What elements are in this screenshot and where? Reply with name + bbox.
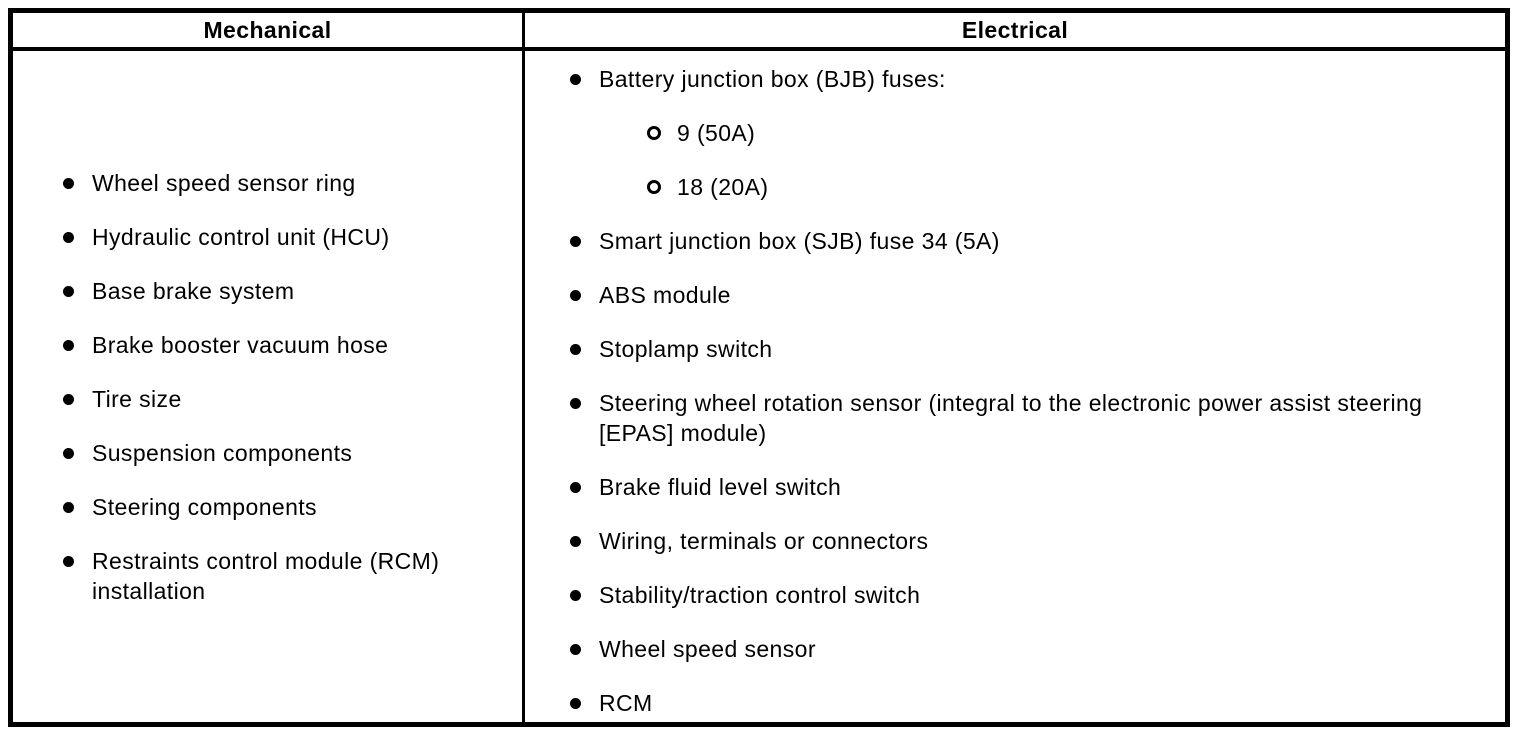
bullet-icon <box>570 698 581 709</box>
list-item-text: Wheel speed sensor ring <box>92 169 356 196</box>
column-header-electrical: Electrical <box>961 17 1069 43</box>
bullet-icon <box>570 344 581 355</box>
bullet-icon <box>63 177 74 189</box>
list-item-text: Restraints control module (RCM) installa… <box>92 547 440 604</box>
bullet-icon <box>63 447 74 459</box>
list-item: Stoplamp switch <box>570 334 1505 364</box>
list-item-text: Brake fluid level switch <box>599 474 842 500</box>
list-item: Brake booster vacuum hose <box>63 330 472 360</box>
list-item-text: 9 (50A) <box>677 120 756 146</box>
list-item-text: Hydraulic control unit (HCU) <box>92 223 390 250</box>
electrical-list: Battery junction box (BJB) fuses: 9 (50A)… <box>525 64 1505 718</box>
bullet-icon <box>63 339 74 351</box>
bullet-icon <box>570 536 581 547</box>
list-item-text: Tire size <box>92 385 182 412</box>
bullet-icon <box>63 285 74 297</box>
list-item: 18 (20A) <box>570 172 1505 202</box>
bullet-icon <box>63 501 74 513</box>
bullet-icon <box>570 590 581 601</box>
list-item: Steering wheel rotation sensor (integral… <box>570 388 1505 448</box>
list-item: Restraints control module (RCM) installa… <box>63 546 472 606</box>
bullet-icon <box>570 290 581 301</box>
circle-bullet-icon <box>647 180 661 194</box>
list-item-text: Wiring, terminals or connectors <box>599 528 929 554</box>
list-item: Smart junction box (SJB) fuse 34 (5A) <box>570 226 1505 256</box>
list-item: Brake fluid level switch <box>570 472 1505 502</box>
list-item: Hydraulic control unit (HCU) <box>63 222 472 252</box>
bullet-icon <box>570 644 581 655</box>
list-item-text: Stability/traction control switch <box>599 582 921 608</box>
bullet-icon <box>570 482 581 493</box>
list-item: ABS module <box>570 280 1505 310</box>
bullet-icon <box>63 555 74 567</box>
list-item-text: Steering components <box>92 493 317 520</box>
list-item: Steering components <box>63 492 472 522</box>
electrical-cell: Battery junction box (BJB) fuses: 9 (50A)… <box>525 51 1505 722</box>
table-header-row: Mechanical Electrical <box>13 13 1505 51</box>
list-item-text: Brake booster vacuum hose <box>92 331 389 358</box>
bullet-icon <box>570 236 581 247</box>
list-item-text: Suspension components <box>92 439 353 466</box>
list-item-text: Smart junction box (SJB) fuse 34 (5A) <box>599 228 1000 254</box>
list-item: RCM <box>570 688 1505 718</box>
list-item: Tire size <box>63 384 472 414</box>
list-item: Wheel speed sensor <box>570 634 1505 664</box>
list-item: Suspension components <box>63 438 472 468</box>
list-item-text: 18 (20A) <box>677 174 769 200</box>
list-item: Stability/traction control switch <box>570 580 1505 610</box>
list-item-text: Wheel speed sensor <box>599 636 816 662</box>
circle-bullet-icon <box>647 126 661 140</box>
list-item-text: Steering wheel rotation sensor (integral… <box>599 390 1423 446</box>
list-item-text: RCM <box>599 690 653 716</box>
list-item: Wiring, terminals or connectors <box>570 526 1505 556</box>
bullet-icon <box>570 74 581 85</box>
bullet-icon <box>63 393 74 405</box>
bullet-icon <box>570 398 581 409</box>
list-item: Battery junction box (BJB) fuses: <box>570 64 1505 94</box>
list-item: Base brake system <box>63 276 472 306</box>
inspection-table: Mechanical Electrical Wheel speed sensor… <box>8 8 1510 727</box>
list-item-text: Stoplamp switch <box>599 336 773 362</box>
list-item: 9 (50A) <box>570 118 1505 148</box>
list-item-text: Base brake system <box>92 277 295 304</box>
list-item: Wheel speed sensor ring <box>63 168 472 198</box>
list-item-text: ABS module <box>599 282 731 308</box>
column-header-mechanical: Mechanical <box>13 13 525 47</box>
list-item-text: Battery junction box (BJB) fuses: <box>599 66 946 92</box>
bullet-icon <box>63 231 74 243</box>
